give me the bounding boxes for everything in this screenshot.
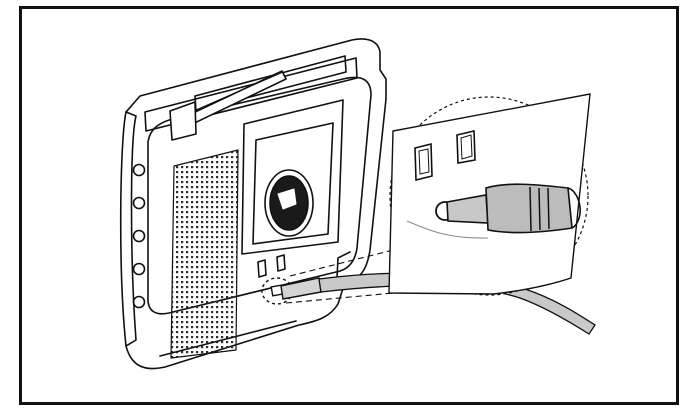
zoom-socket-left-inner <box>418 148 430 175</box>
zoom-cable-end <box>567 187 581 229</box>
zoom-plug-body <box>485 183 573 234</box>
antenna-hinge-base <box>169 101 197 141</box>
battery-door-inner <box>252 122 334 245</box>
radio-device <box>119 38 387 370</box>
small-socket-left <box>257 259 267 278</box>
zoom-socket-right-inner <box>460 134 473 160</box>
zoom-shadow <box>406 220 489 239</box>
side-button-4 <box>132 262 146 276</box>
small-socket-right <box>276 254 286 272</box>
radio-left-side <box>119 111 137 347</box>
zoom-plug-rings <box>529 186 550 232</box>
radio-right-detail <box>336 251 351 279</box>
side-button-3 <box>132 229 146 243</box>
radio-inner-panel <box>147 76 372 315</box>
battery-compartment <box>241 99 344 255</box>
speaker-grille <box>170 149 239 359</box>
zoom-detail <box>388 93 591 296</box>
radio-base-edge <box>159 320 297 357</box>
side-button-1 <box>132 163 146 177</box>
battery-clip <box>277 188 297 210</box>
side-button-5 <box>132 295 146 309</box>
side-button-2 <box>132 196 146 210</box>
